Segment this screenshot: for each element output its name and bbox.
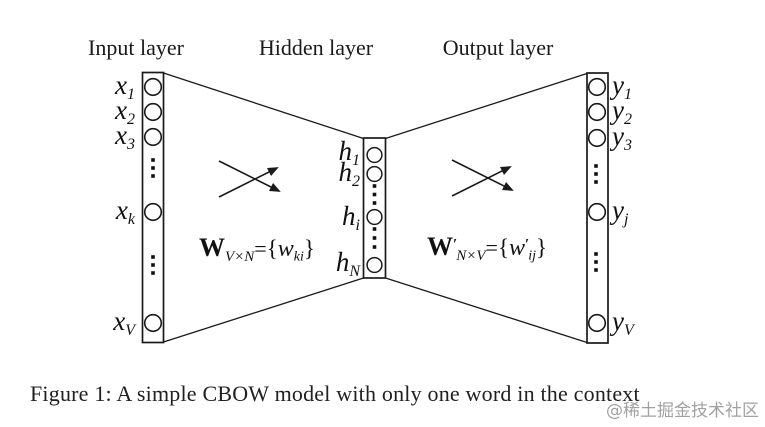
node-circle xyxy=(587,128,607,148)
element-symbol: w xyxy=(508,235,525,261)
close-brace: } xyxy=(303,236,315,261)
node-circle xyxy=(366,256,383,274)
node-circle xyxy=(587,202,607,222)
node-subscript: V xyxy=(623,321,634,339)
node-symbol: h xyxy=(342,201,356,232)
node-circle xyxy=(366,165,383,183)
node-subscript: 3 xyxy=(127,135,135,153)
node-circle xyxy=(587,77,607,97)
node-subscript: 2 xyxy=(623,110,632,128)
weight-matrix-label-hidden-output: W′N×V={w′ij} xyxy=(427,232,548,264)
matrix-prime: ′ xyxy=(453,236,457,253)
node-subscript: i xyxy=(355,216,360,234)
node-subscript: 2 xyxy=(127,110,135,128)
equals-sign: = xyxy=(254,236,267,261)
hidden-node-label: h1 xyxy=(338,136,361,169)
node-symbol: x xyxy=(113,306,126,337)
node-symbol: h xyxy=(335,247,350,278)
node-subscript: N xyxy=(349,262,360,280)
node-circle xyxy=(366,146,383,164)
close-brace: } xyxy=(536,235,548,260)
node-symbol: y xyxy=(612,121,624,152)
node-symbol: x xyxy=(115,195,128,226)
output-node-label: yV xyxy=(612,306,634,339)
arrow-down-right xyxy=(451,159,514,191)
element-symbol: w xyxy=(277,236,294,262)
input-node-label: x1 xyxy=(115,70,135,103)
node-subscript: k xyxy=(127,210,135,228)
cross-arrows-hidden-output xyxy=(451,159,514,197)
hidden-layer-nodes xyxy=(366,146,383,274)
open-brace: { xyxy=(266,236,278,261)
input-layer-ellipsis-dots xyxy=(151,158,155,275)
node-subscript: V xyxy=(125,321,135,339)
output-layer-ellipsis-dots xyxy=(594,164,598,272)
node-circle xyxy=(587,102,607,122)
input-node-label: xk xyxy=(115,195,135,228)
matrix-dims-subscript: N×V xyxy=(456,247,486,264)
node-subscript: 1 xyxy=(127,85,135,103)
input-layer-title: Input layer xyxy=(88,35,184,60)
node-symbol: y xyxy=(612,70,624,101)
figure-caption: Figure 1: A simple CBOW model with only … xyxy=(30,381,640,406)
node-subscript: 3 xyxy=(623,136,632,154)
input-node-label: x2 xyxy=(115,95,135,128)
cross-arrows-input-hidden xyxy=(218,160,281,198)
node-symbol: y xyxy=(612,95,624,126)
output-node-label: y2 xyxy=(612,95,632,128)
element-subscript: ij xyxy=(528,248,536,264)
input-layer-nodes xyxy=(143,77,163,333)
output-node-label: y1 xyxy=(612,70,632,103)
output-layer-nodes xyxy=(587,77,607,333)
hidden-layer-ellipsis-dots xyxy=(372,184,377,249)
node-subscript: 2 xyxy=(352,172,360,190)
watermark-text: @稀土掘金技术社区 xyxy=(606,401,759,421)
node-circle xyxy=(143,102,163,122)
connector-line-hidden-output-bottom xyxy=(385,277,588,344)
node-symbol: y xyxy=(612,195,624,226)
hidden-node-label: hi xyxy=(342,201,360,234)
node-symbol: y xyxy=(612,306,624,337)
hidden-node-label: hN xyxy=(335,247,360,280)
weight-matrix-label-input-hidden: WV×N={wki} xyxy=(199,233,315,265)
output-node-label: y3 xyxy=(612,121,632,154)
node-circle xyxy=(366,208,383,226)
matrix-symbol: W xyxy=(199,233,225,262)
node-subscript: j xyxy=(623,210,629,228)
connector-lines xyxy=(163,72,588,344)
hidden-layer-title: Hidden layer xyxy=(258,35,374,60)
matrix-dims-subscript: V×N xyxy=(225,248,255,265)
arrow-down-right xyxy=(218,160,281,192)
element-subscript: ki xyxy=(293,249,304,265)
node-circle xyxy=(143,77,163,97)
output-node-label: yj xyxy=(612,195,628,228)
matrix-symbol: W xyxy=(427,232,453,261)
connector-line-hidden-output-top xyxy=(385,72,588,140)
node-symbol: x xyxy=(115,120,127,151)
open-brace: { xyxy=(497,235,509,260)
node-subscript: 1 xyxy=(623,85,632,103)
hidden-node-label: h2 xyxy=(338,157,361,190)
connector-line-input-hidden-bottom xyxy=(163,277,364,343)
node-symbol: x xyxy=(115,95,127,126)
node-symbol: h xyxy=(338,157,353,188)
node-circle xyxy=(143,202,163,222)
arrow-up-right xyxy=(451,166,512,197)
node-circle xyxy=(143,313,163,333)
node-circle xyxy=(143,127,163,147)
input-node-label: x3 xyxy=(115,120,135,153)
node-circle xyxy=(587,313,607,333)
node-symbol: h xyxy=(338,136,353,167)
equals-sign: = xyxy=(485,235,498,260)
connector-line-input-hidden-top xyxy=(163,72,364,140)
arrow-up-right xyxy=(218,167,279,198)
node-subscript: 1 xyxy=(352,151,360,169)
element-prime: ′ xyxy=(525,236,529,253)
input-node-label: xV xyxy=(113,306,135,339)
output-layer-title: Output layer xyxy=(442,35,554,60)
node-symbol: x xyxy=(115,70,127,101)
